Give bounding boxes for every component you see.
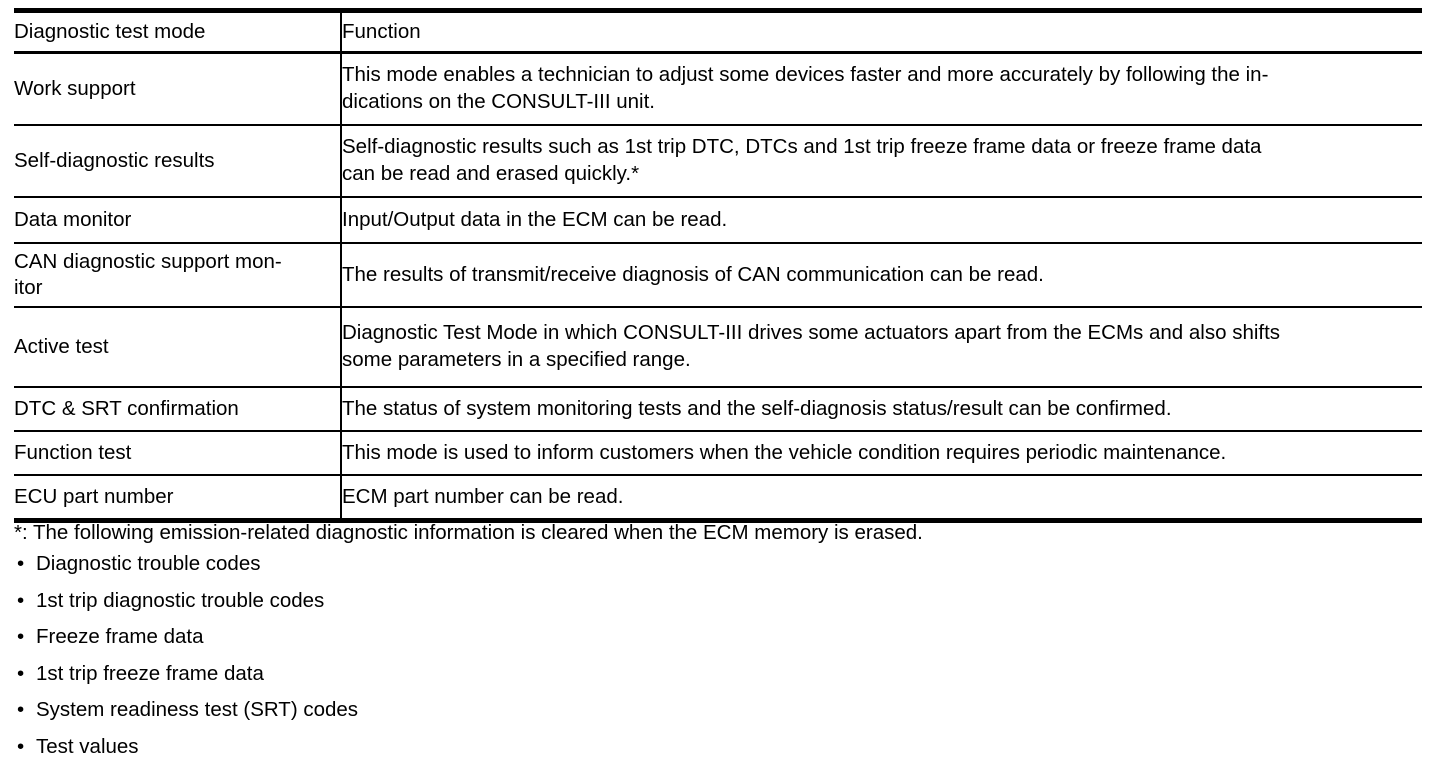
table-header-row: Diagnostic test mode Function: [14, 13, 1422, 53]
bullet-marker-icon: •: [17, 625, 29, 650]
bullet-marker-icon: •: [17, 735, 29, 760]
cell-function-line: This mode enables a technician to adjust…: [342, 62, 1422, 89]
cell-function-line: Self-diagnostic results such as 1st trip…: [342, 134, 1422, 161]
bullet-marker-icon: •: [17, 552, 29, 577]
column-header-function: Function: [341, 13, 1422, 53]
table-row: DTC & SRT confirmation The status of sys…: [14, 387, 1422, 431]
list-item-label: 1st trip diagnostic trouble codes: [36, 589, 324, 612]
cell-test-mode: Data monitor: [14, 197, 341, 243]
cell-function-line: Input/Output data in the ECM can be read…: [342, 207, 1422, 234]
cell-function-line: ECM part number can be read.: [342, 484, 1422, 511]
list-item: • Diagnostic trouble codes: [14, 552, 1414, 589]
cell-function-line: The results of transmit/receive diagnosi…: [342, 262, 1422, 289]
diagnostic-test-mode-table: Diagnostic test mode Function Work suppo…: [14, 13, 1422, 518]
cell-test-mode-line: CAN diagnostic support mon-: [14, 249, 340, 275]
table-row: ECU part number ECM part number can be r…: [14, 475, 1422, 518]
cell-function-line: can be read and erased quickly.*: [342, 161, 1422, 188]
cell-function: This mode is used to inform customers wh…: [341, 431, 1422, 475]
cell-function: Diagnostic Test Mode in which CONSULT-II…: [341, 307, 1422, 387]
column-header-diagnostic-test-mode: Diagnostic test mode: [14, 13, 341, 53]
diagnostic-test-mode-table-wrapper: Diagnostic test mode Function Work suppo…: [14, 8, 1422, 523]
list-item-label: System readiness test (SRT) codes: [36, 698, 358, 721]
table-row: Self-diagnostic results Self-diagnostic …: [14, 125, 1422, 197]
bullet-list: • Diagnostic trouble codes • 1st trip di…: [14, 552, 1414, 771]
list-item: • Test values: [14, 735, 1414, 771]
cell-test-mode: CAN diagnostic support mon- itor: [14, 243, 341, 307]
footnote-text: *: The following emission-related diagno…: [14, 521, 923, 546]
bullet-marker-icon: •: [17, 662, 29, 687]
cell-test-mode: Function test: [14, 431, 341, 475]
list-item-label: Freeze frame data: [36, 625, 204, 648]
table-row: Active test Diagnostic Test Mode in whic…: [14, 307, 1422, 387]
table-row: Work support This mode enables a technic…: [14, 53, 1422, 126]
cell-function: The status of system monitoring tests an…: [341, 387, 1422, 431]
cell-function-line: dications on the CONSULT-III unit.: [342, 89, 1422, 116]
cell-function: Input/Output data in the ECM can be read…: [341, 197, 1422, 243]
list-item-label: Test values: [36, 735, 139, 758]
table-row: CAN diagnostic support mon- itor The res…: [14, 243, 1422, 307]
bullet-marker-icon: •: [17, 698, 29, 723]
cell-function-line: The status of system monitoring tests an…: [342, 396, 1422, 423]
cell-function-line: This mode is used to inform customers wh…: [342, 440, 1422, 467]
cell-test-mode-line: itor: [14, 275, 340, 301]
cell-function-line: some parameters in a specified range.: [342, 347, 1422, 374]
list-item-label: Diagnostic trouble codes: [36, 552, 261, 575]
list-item: • System readiness test (SRT) codes: [14, 698, 1414, 735]
table-row: Function test This mode is used to infor…: [14, 431, 1422, 475]
cell-test-mode: Active test: [14, 307, 341, 387]
cell-test-mode: Self-diagnostic results: [14, 125, 341, 197]
cell-test-mode: DTC & SRT confirmation: [14, 387, 341, 431]
cell-test-mode: ECU part number: [14, 475, 341, 518]
table-row: Data monitor Input/Output data in the EC…: [14, 197, 1422, 243]
list-item: • 1st trip freeze frame data: [14, 662, 1414, 699]
cell-test-mode: Work support: [14, 53, 341, 126]
list-item: • Freeze frame data: [14, 625, 1414, 662]
cell-function: ECM part number can be read.: [341, 475, 1422, 518]
cell-function-line: Diagnostic Test Mode in which CONSULT-II…: [342, 320, 1422, 347]
cell-function: Self-diagnostic results such as 1st trip…: [341, 125, 1422, 197]
list-item: • 1st trip diagnostic trouble codes: [14, 589, 1414, 626]
list-item-label: 1st trip freeze frame data: [36, 662, 264, 685]
cell-function: This mode enables a technician to adjust…: [341, 53, 1422, 126]
cell-function: The results of transmit/receive diagnosi…: [341, 243, 1422, 307]
bullet-marker-icon: •: [17, 589, 29, 614]
